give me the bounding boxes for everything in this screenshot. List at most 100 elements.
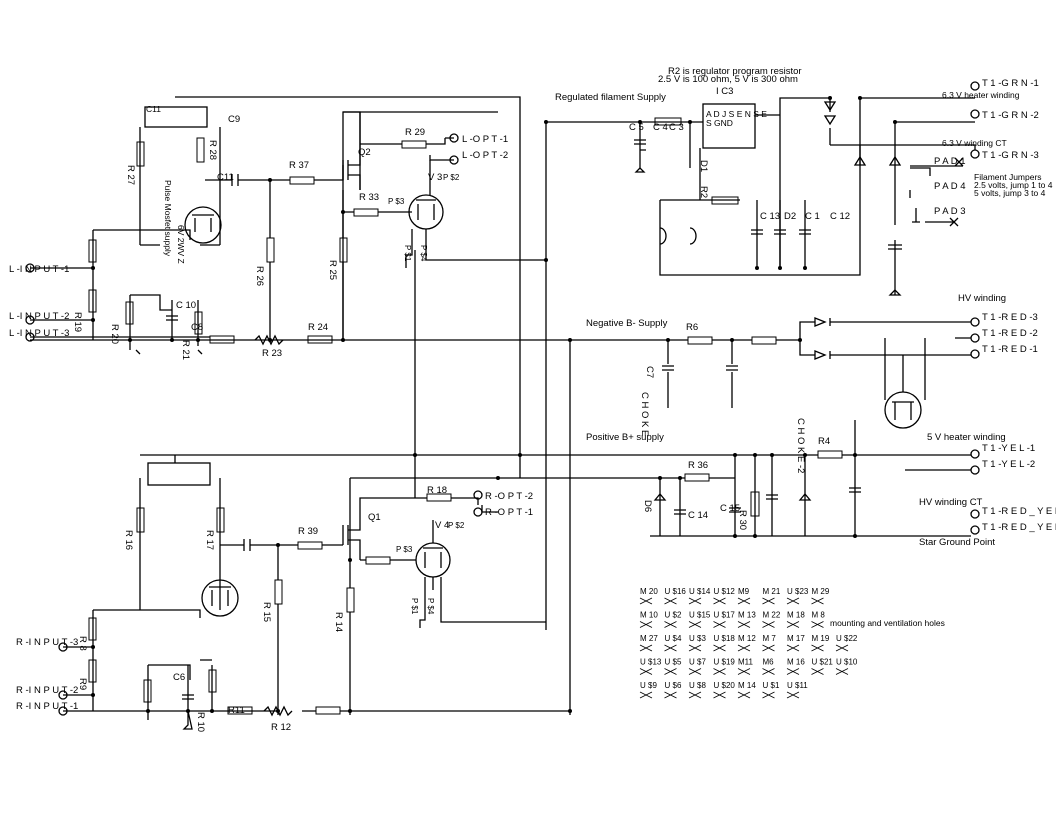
hole-marker [688, 644, 702, 652]
hole-label: U $4 [665, 634, 682, 643]
hole-label: M 22 [763, 611, 781, 620]
label-t1-red-2: T 1 -R E D -2 [982, 328, 1038, 339]
pot-r11[interactable] [143, 679, 152, 703]
label-r4: R4 [818, 436, 830, 447]
label-r14: R 14 [333, 612, 344, 632]
label-r2-vert: R2 [698, 186, 709, 198]
port-r-input-1[interactable] [58, 706, 68, 716]
port-t1-red-1[interactable] [970, 349, 980, 359]
port-t1-yel-1[interactable] [970, 449, 980, 459]
label-c6: C6 [173, 672, 185, 683]
note-heater-63-ct: 6.3 V winding CT [942, 138, 1007, 148]
port-l-input-1[interactable] [25, 263, 35, 273]
hole-label: U $17 [714, 611, 736, 620]
label-c13: C 13 [760, 211, 780, 222]
hole-marker [811, 644, 824, 652]
label-r9: R9 [77, 678, 88, 690]
resistor-r14 [346, 587, 355, 613]
resistor-bias-l [209, 335, 235, 344]
resistor-r30 [750, 491, 760, 517]
filament-caps [751, 229, 811, 235]
label-v4-p1: P $1 [410, 598, 419, 615]
label-c9: C9 [228, 114, 240, 125]
rectifier-tube [884, 391, 922, 429]
resistor-r29 [401, 140, 427, 149]
port-l-input-2[interactable] [25, 315, 35, 325]
port-t1-yel-2[interactable] [970, 465, 980, 475]
resistor-r33 [353, 208, 379, 217]
hole-marker [688, 597, 702, 605]
port-r-input-2[interactable] [58, 690, 68, 700]
label-r16: R 16 [123, 530, 134, 550]
label-v3-p3: P $3 [388, 197, 405, 206]
label-t1-grn-3: T 1 -G R N -3 [982, 150, 1039, 161]
port-r-opt-2[interactable] [473, 490, 483, 500]
hole-marker [762, 644, 775, 652]
hole-marker [762, 668, 775, 675]
resistor-r9 [88, 659, 97, 683]
port-t1-red-2[interactable] [970, 333, 980, 343]
hole-label: U $12 [714, 587, 736, 596]
port-t1-red-3[interactable] [970, 317, 980, 327]
label-t1-red-3: T 1 -R E D -3 [982, 312, 1038, 323]
label-r21: R 21 [180, 340, 191, 360]
hole-marker [664, 597, 677, 605]
hole-marker [713, 668, 726, 675]
resistor-r15 [274, 579, 283, 605]
tube-socket-bottom [147, 462, 211, 486]
label-c8: C8 [191, 322, 203, 333]
hole-marker [737, 644, 751, 652]
hole-label: M 10 [640, 611, 658, 620]
hole-marker [737, 691, 751, 699]
negative-supply-section: Negative B- Supply R6 C7 C H O K E [30, 317, 971, 436]
label-v3-p2: P $2 [443, 173, 460, 182]
hole-label: U $15 [689, 611, 711, 620]
tube-socket-top [144, 106, 208, 128]
label-r-opt-2: R -O P T -2 [485, 491, 533, 502]
hole-marker [835, 644, 849, 652]
label-q2: Q2 [358, 147, 371, 158]
hole-label: M 16 [787, 658, 805, 667]
label-r33: R 33 [359, 192, 379, 203]
note-mounting-holes: mounting and ventilation holes [830, 618, 945, 628]
port-l-opt-1[interactable] [449, 133, 459, 143]
hole-marker [639, 621, 653, 628]
label-r-input-1: R -I N P U T -1 [16, 701, 78, 712]
hole-label: U $9 [640, 681, 657, 690]
label-ic3: I C3 [716, 86, 733, 97]
label-ic3-pins: A D J S E N S E [706, 109, 767, 119]
port-r-input-3[interactable] [58, 642, 68, 652]
resistor-r8 [88, 617, 97, 641]
hole-marker [737, 621, 751, 628]
tube-v1 [184, 206, 222, 244]
pot-r20[interactable] [125, 301, 134, 325]
port-l-input-3[interactable] [25, 332, 35, 342]
note-regulated-filament: Regulated filament Supply [555, 92, 666, 103]
hole-marker [786, 597, 800, 605]
port-t1-grn-3[interactable] [970, 149, 980, 159]
label-t1-red-1: T 1 -R E D -1 [982, 344, 1038, 355]
label-v4-p2: P $2 [448, 521, 465, 530]
resistor-neg-2 [751, 336, 777, 345]
label-d2: D2 [784, 211, 796, 222]
label-r-input-2: R -I N P U T -2 [16, 685, 78, 696]
resistor-r27 [136, 141, 145, 167]
hole-marker [762, 691, 775, 699]
note-r2-line1: R2 is regulator program resistor [668, 66, 802, 77]
label-v3: V 3 [428, 172, 442, 183]
hole-marker [811, 621, 824, 628]
hole-label: M 21 [763, 587, 781, 596]
label-v3-p4: P $4 [419, 245, 428, 262]
port-r-opt-1[interactable] [473, 507, 483, 517]
port-t1-grn-2[interactable] [970, 109, 980, 119]
label-r20: R 20 [109, 324, 120, 344]
port-l-opt-2[interactable] [449, 155, 459, 165]
port-t1-redyel-a[interactable] [970, 509, 980, 519]
port-t1-grn-1[interactable] [970, 81, 980, 91]
label-t1-grn-2: T 1 -G R N -2 [982, 110, 1039, 121]
label-c5: C 5 [629, 122, 644, 133]
port-t1-redyel-b[interactable] [970, 525, 980, 535]
hole-label: M 17 [787, 634, 805, 643]
hole-label: M 13 [738, 611, 756, 620]
